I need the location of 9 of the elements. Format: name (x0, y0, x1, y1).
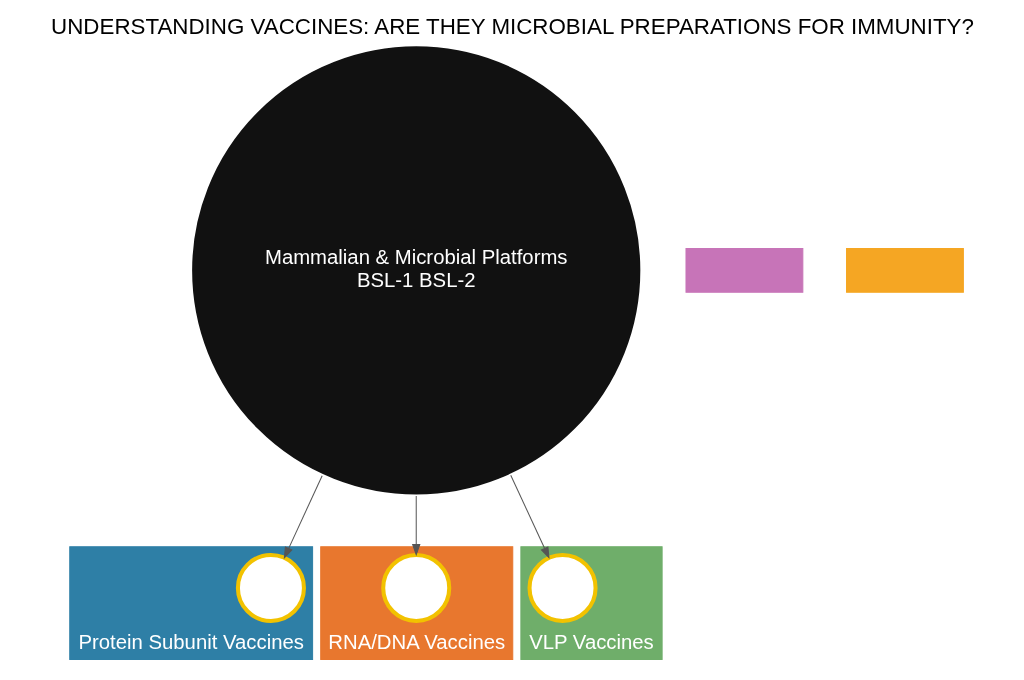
node-circle (235, 552, 306, 623)
node-circle (527, 552, 598, 623)
arrow (509, 474, 550, 560)
node-circle (380, 552, 451, 623)
node-sector (685, 248, 803, 293)
diagram-title: UNDERSTANDING VACCINES: ARE THEY MICROBIAL PREPARATIONS FOR IMMUNITY? (50, 14, 974, 40)
arrow (411, 495, 420, 557)
arrow (283, 475, 323, 560)
node-sector (845, 248, 964, 293)
